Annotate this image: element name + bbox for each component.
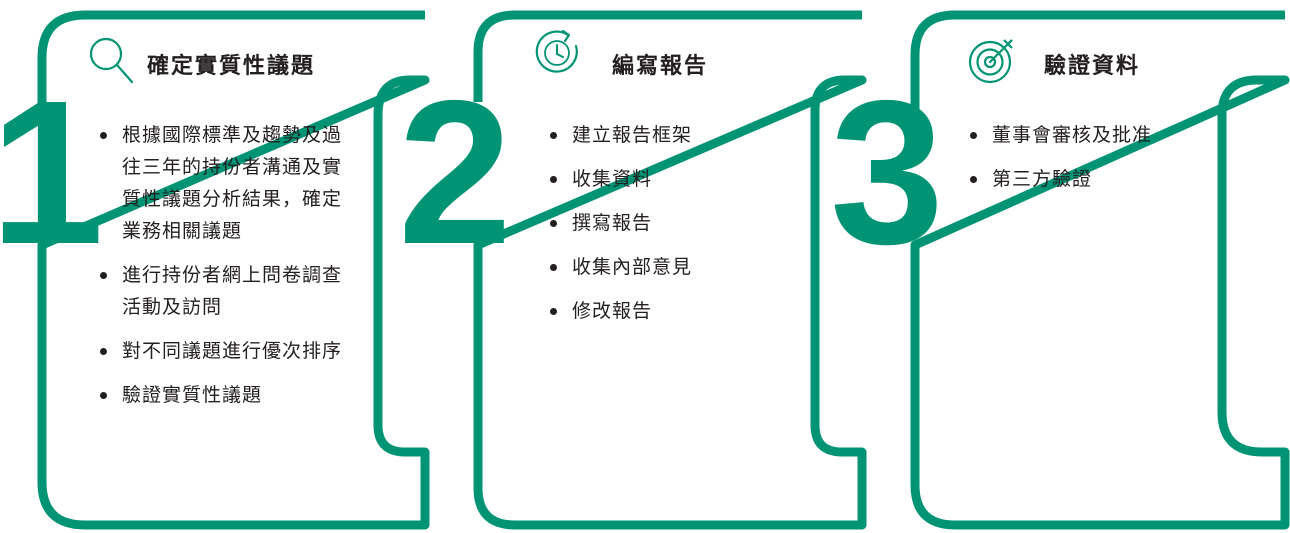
magnifier-icon: [89, 37, 134, 84]
step-2-number: 2: [398, 58, 513, 287]
target-icon: [968, 39, 1013, 84]
step-1-frame: [37, 10, 425, 110]
step-1-title: 確定實質性議題: [147, 54, 316, 79]
step-3-number: 3: [830, 58, 945, 287]
list-item: 撰寫報告: [548, 207, 788, 239]
step-2-frame-bottom: [473, 75, 867, 530]
list-item: 進行持份者網上問卷調查活動及訪問: [98, 259, 343, 323]
step-3-list: 董事會審核及批准 第三方驗證: [968, 119, 1208, 207]
list-item: 修改報告: [548, 295, 788, 327]
step-3-frame-bottom: [910, 75, 1290, 530]
list-item: 對不同議題進行優次排序: [98, 335, 343, 367]
step-3-frame: [910, 10, 1285, 110]
step-2-frame: [473, 10, 862, 102]
list-item: 第三方驗證: [968, 163, 1208, 195]
step-2-title: 編寫報告: [612, 54, 709, 79]
list-item: 收集資料: [548, 163, 788, 195]
list-item: 驗證實質性議題: [98, 379, 343, 411]
list-item: 收集內部意見: [548, 251, 788, 283]
clock-icon: [535, 29, 578, 73]
step-3-title: 驗證資料: [1044, 54, 1141, 79]
step-2-list: 建立報告框架 收集資料 撰寫報告 收集內部意見 修改報告: [548, 119, 788, 339]
list-item: 根據國際標準及趨勢及過往三年的持份者溝通及實質性議題分析結果，確定業務相關議題: [98, 119, 343, 247]
step-1-frame-bottom: [37, 75, 430, 530]
list-item: 建立報告框架: [548, 119, 788, 151]
list-item: 董事會審核及批准: [968, 119, 1208, 151]
step-1-list: 根據國際標準及趨勢及過往三年的持份者溝通及實質性議題分析結果，確定業務相關議題 …: [98, 119, 343, 423]
step-1-number: 1: [0, 58, 105, 287]
